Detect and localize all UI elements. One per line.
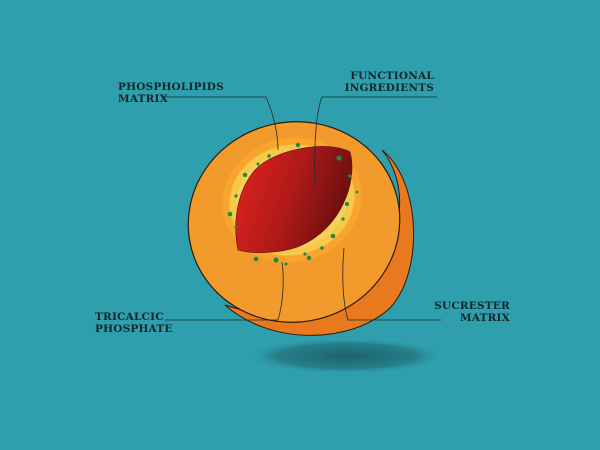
particle bbox=[234, 225, 238, 229]
label-sucrester-matrix: SUCRESTER MATRIX bbox=[434, 300, 510, 324]
particle bbox=[320, 246, 324, 250]
label-line: FUNCTIONAL bbox=[350, 70, 434, 82]
label-line: MATRIX bbox=[460, 312, 510, 324]
particle bbox=[284, 262, 288, 266]
ground-shadow bbox=[246, 338, 446, 374]
leader-sucrester bbox=[342, 247, 441, 321]
particle bbox=[341, 217, 345, 221]
label-line: MATRIX bbox=[118, 93, 168, 105]
particle bbox=[273, 257, 279, 263]
label-line: PHOSPHOLIPIDS bbox=[118, 81, 224, 93]
label-line: TRICALCIC bbox=[95, 311, 164, 323]
particle bbox=[242, 172, 248, 178]
particle bbox=[227, 211, 233, 217]
label-line: PHOSPHATE bbox=[95, 323, 173, 335]
label-line: SUCRESTER bbox=[434, 300, 510, 312]
leader-lines bbox=[162, 96, 441, 321]
label-tricalcic-phosphate: TRICALCIC PHOSPHATE bbox=[95, 311, 173, 335]
particle bbox=[336, 155, 342, 161]
particle bbox=[344, 201, 350, 207]
label-functional-ingredients: FUNCTIONAL INGREDIENTS bbox=[345, 70, 434, 94]
particle bbox=[330, 233, 336, 239]
particle bbox=[253, 256, 259, 262]
leader-tricalcic bbox=[165, 261, 284, 321]
particle bbox=[256, 162, 260, 166]
label-phospholipids-matrix: PHOSPHOLIPIDS MATRIX bbox=[118, 81, 224, 105]
particle bbox=[303, 252, 307, 256]
particles bbox=[227, 142, 359, 266]
leader-phospholipids bbox=[162, 96, 279, 151]
particle bbox=[306, 255, 312, 261]
label-line: INGREDIENTS bbox=[344, 82, 434, 94]
particle bbox=[355, 190, 359, 194]
particle bbox=[348, 174, 352, 178]
particle bbox=[267, 154, 271, 158]
particle bbox=[295, 142, 301, 148]
particle bbox=[234, 194, 238, 198]
leader-functional bbox=[314, 96, 437, 187]
